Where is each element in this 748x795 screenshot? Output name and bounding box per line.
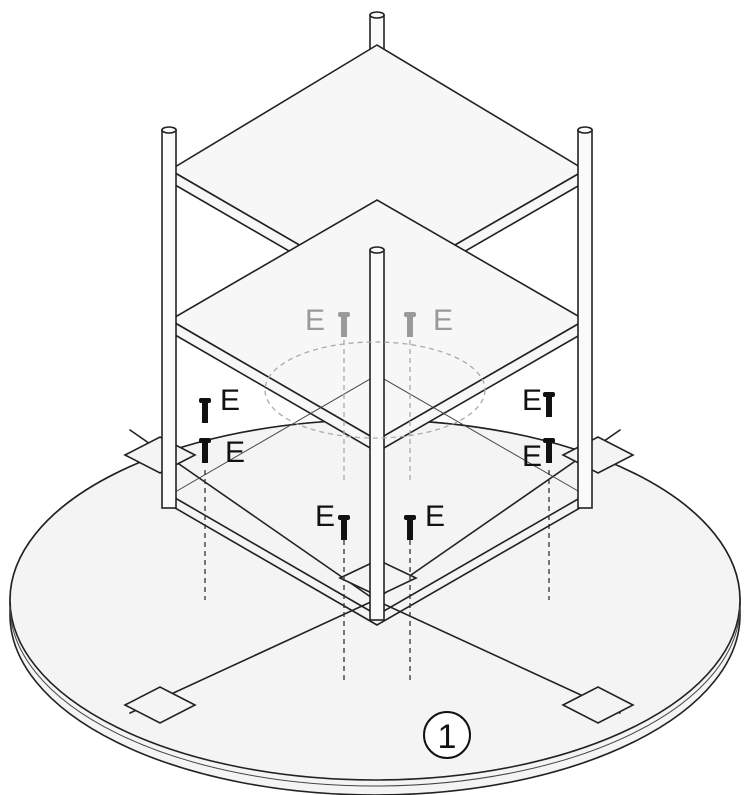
screw-icon: [404, 312, 416, 337]
screw-label: E: [225, 436, 245, 469]
screw-icon: [199, 398, 211, 423]
screw-label: E: [425, 500, 445, 533]
screw-label: E: [433, 304, 453, 337]
screw-label: E: [315, 500, 335, 533]
screw-paths: [204, 340, 550, 680]
screw-icon: [338, 515, 350, 540]
screw-icon: [338, 312, 350, 337]
screw-label: E: [220, 384, 240, 417]
screw-label: E: [522, 384, 542, 417]
screw-icon: [199, 438, 211, 463]
step-number: 1: [438, 718, 457, 756]
screw-label: E: [522, 440, 542, 473]
screw-icon: [404, 515, 416, 540]
rack-frame: [161, 11, 593, 626]
plate-bracket: [123, 436, 635, 724]
step-marker: 1: [423, 711, 471, 759]
hidden-circle: [264, 341, 486, 439]
screw-icon: [543, 392, 555, 417]
screw-label: E: [305, 304, 325, 337]
screw-icon: [543, 438, 555, 463]
